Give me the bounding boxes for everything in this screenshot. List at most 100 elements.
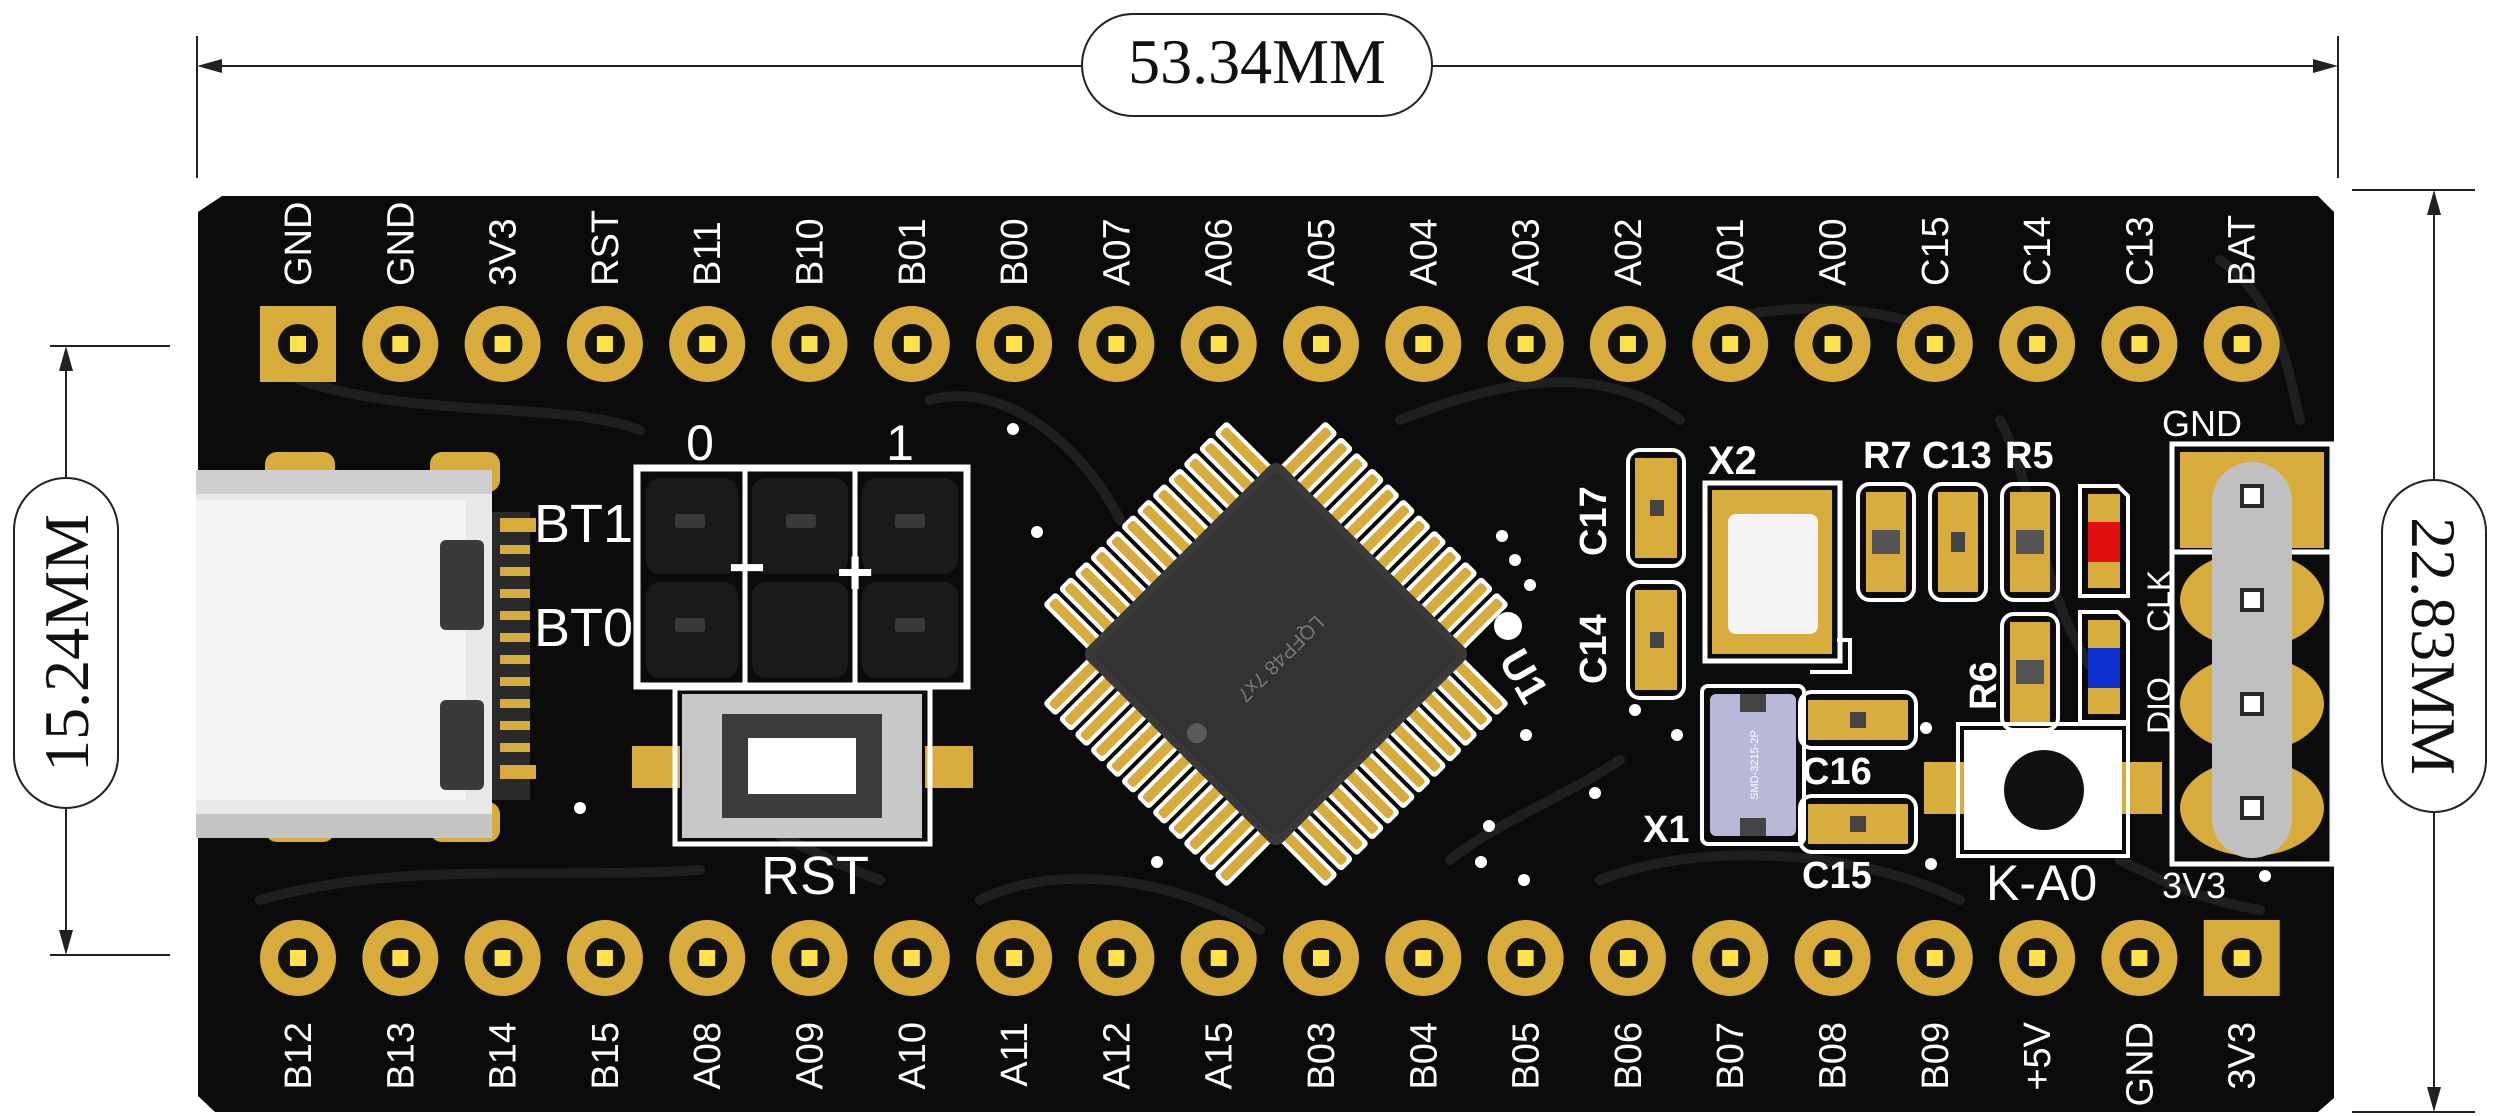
- bottom-pin-dot: [1517, 950, 1534, 966]
- capacitor-c16-label: C16: [1802, 751, 1872, 793]
- bottom-pin-dot: [1108, 950, 1125, 966]
- height-label: 22.83MM: [2398, 517, 2469, 775]
- bottom-pin-label: A10: [892, 1022, 934, 1090]
- chip-pin: [1391, 723, 1441, 772]
- top-header: [260, 306, 2280, 382]
- bottom-pin-label: B14: [483, 1022, 525, 1090]
- bottom-pin-dot: [1926, 950, 1943, 966]
- bottom-pin-dot: [1415, 950, 1432, 966]
- jumper-col-right: 1: [886, 415, 914, 471]
- bottom-pin-dot: [1006, 950, 1023, 966]
- resistor-r7-label: R7: [1863, 435, 1912, 477]
- top-pin-label: B00: [994, 218, 1036, 286]
- top-pin-label: GND: [380, 202, 422, 286]
- chip-pin: [1282, 427, 1332, 476]
- chip-pin: [1049, 660, 1098, 710]
- swd-dio-label: DIO: [2141, 677, 2177, 734]
- chip-pin: [1189, 458, 1238, 508]
- top-pin-dot: [1926, 336, 1943, 352]
- chip-pin: [1049, 598, 1098, 648]
- bottom-pin-dot: [1722, 950, 1739, 966]
- top-pin-label: A00: [1813, 218, 1855, 286]
- bottom-pin-label: A11: [994, 1022, 1036, 1087]
- top-pin-dot: [494, 336, 511, 352]
- bottom-pin-dot: [1619, 950, 1636, 966]
- crystal-x2-label: X2: [1708, 439, 1757, 483]
- chip-pin: [1142, 754, 1192, 803]
- usb-c-pins: [500, 518, 536, 779]
- bottom-pin-dot: [1210, 950, 1227, 966]
- usb-c-connector: [196, 452, 536, 842]
- bottom-pin-label: A08: [687, 1022, 729, 1090]
- boot-jumper: − + 0 1 BT1 BT0: [534, 415, 971, 690]
- bottom-pin-label: +5V: [2017, 1021, 2059, 1090]
- capacitor-c13: C13: [1922, 435, 1992, 602]
- bottom-pin-label: B12: [278, 1022, 320, 1090]
- capacitor-c17: C17: [1573, 448, 1686, 568]
- crystal-x1: SMD-3215-2P X1: [1643, 684, 1806, 851]
- chip-pin: [1174, 474, 1223, 523]
- top-pin-dot: [1415, 336, 1432, 352]
- top-pin-label: B11: [687, 221, 729, 286]
- resistor-r7: R7: [1856, 435, 1916, 602]
- crystal-x2: X2: [1702, 439, 1843, 664]
- key-button-label: K-A0: [1986, 855, 2097, 911]
- jumper-col-left: 0: [686, 415, 714, 471]
- jumper-row-top: BT1: [534, 494, 633, 554]
- chip-pin: [1360, 505, 1410, 554]
- bottom-pin-label: B08: [1813, 1022, 1855, 1090]
- chip-pin: [1314, 800, 1363, 850]
- top-pin-label: B01: [892, 218, 934, 286]
- top-pin-dot: [1006, 336, 1023, 352]
- chip-pin: [1407, 552, 1456, 601]
- chip-pin: [1080, 567, 1130, 616]
- width-label: 53.34MM: [1128, 26, 1386, 97]
- top-pin-label: GND: [278, 202, 320, 286]
- chip-pin: [1189, 800, 1238, 850]
- top-pin-label: RST: [585, 210, 627, 286]
- chip-pin: [1345, 769, 1394, 819]
- led-red: [2078, 484, 2130, 598]
- chip-pin: [1329, 474, 1378, 523]
- chip-pin: [1220, 832, 1270, 881]
- bottom-pin-label: B04: [1403, 1022, 1445, 1090]
- bottom-pin-dot: [801, 950, 818, 966]
- chip-pin: [1360, 754, 1410, 803]
- chip-pin: [1329, 785, 1378, 834]
- top-pin-dot: [596, 336, 613, 352]
- chip-pin: [1111, 536, 1161, 585]
- key-button: K-A0: [1924, 722, 2162, 911]
- chip-pin: [1438, 583, 1487, 632]
- top-pin-label: A07: [1096, 218, 1138, 286]
- top-pin-label: 3V3: [483, 218, 525, 286]
- top-pin-dot: [1517, 336, 1534, 352]
- chip-pin: [1376, 738, 1425, 788]
- top-pin-label: C14: [2017, 216, 2059, 286]
- chip-pin: [1438, 676, 1487, 725]
- chip-pin: [1158, 489, 1207, 539]
- resistor-r6-label: R6: [1963, 661, 2005, 710]
- chip-pin: [1205, 816, 1254, 865]
- bottom-pin-label: B09: [1915, 1022, 1957, 1090]
- top-pin-label: A01: [1710, 218, 1752, 286]
- top-pin-dot: [1210, 336, 1227, 352]
- bottom-pin-label: A09: [790, 1022, 832, 1090]
- height-dimension: 22.83MM: [2352, 189, 2487, 1113]
- bottom-pin-dot: [1313, 950, 1329, 966]
- chip-pin: [1142, 505, 1192, 554]
- chip-pin: [1096, 707, 1145, 756]
- chip-pin: [1220, 427, 1270, 476]
- top-pin-dot: [2233, 336, 2250, 352]
- chip-pin: [1407, 707, 1456, 756]
- top-pin-dot: [1108, 336, 1125, 352]
- chip-pin: [1127, 738, 1176, 788]
- capacitor-c15-label: C15: [1802, 855, 1872, 897]
- capacitor-c14-label: C14: [1573, 614, 1615, 684]
- top-pin-label: C15: [1915, 216, 1957, 286]
- top-pin-label: A02: [1608, 218, 1650, 286]
- chip-pin: [1111, 723, 1161, 772]
- reset-button-label: RST: [761, 846, 869, 906]
- bottom-pin-label: 3V3: [2222, 1022, 2264, 1090]
